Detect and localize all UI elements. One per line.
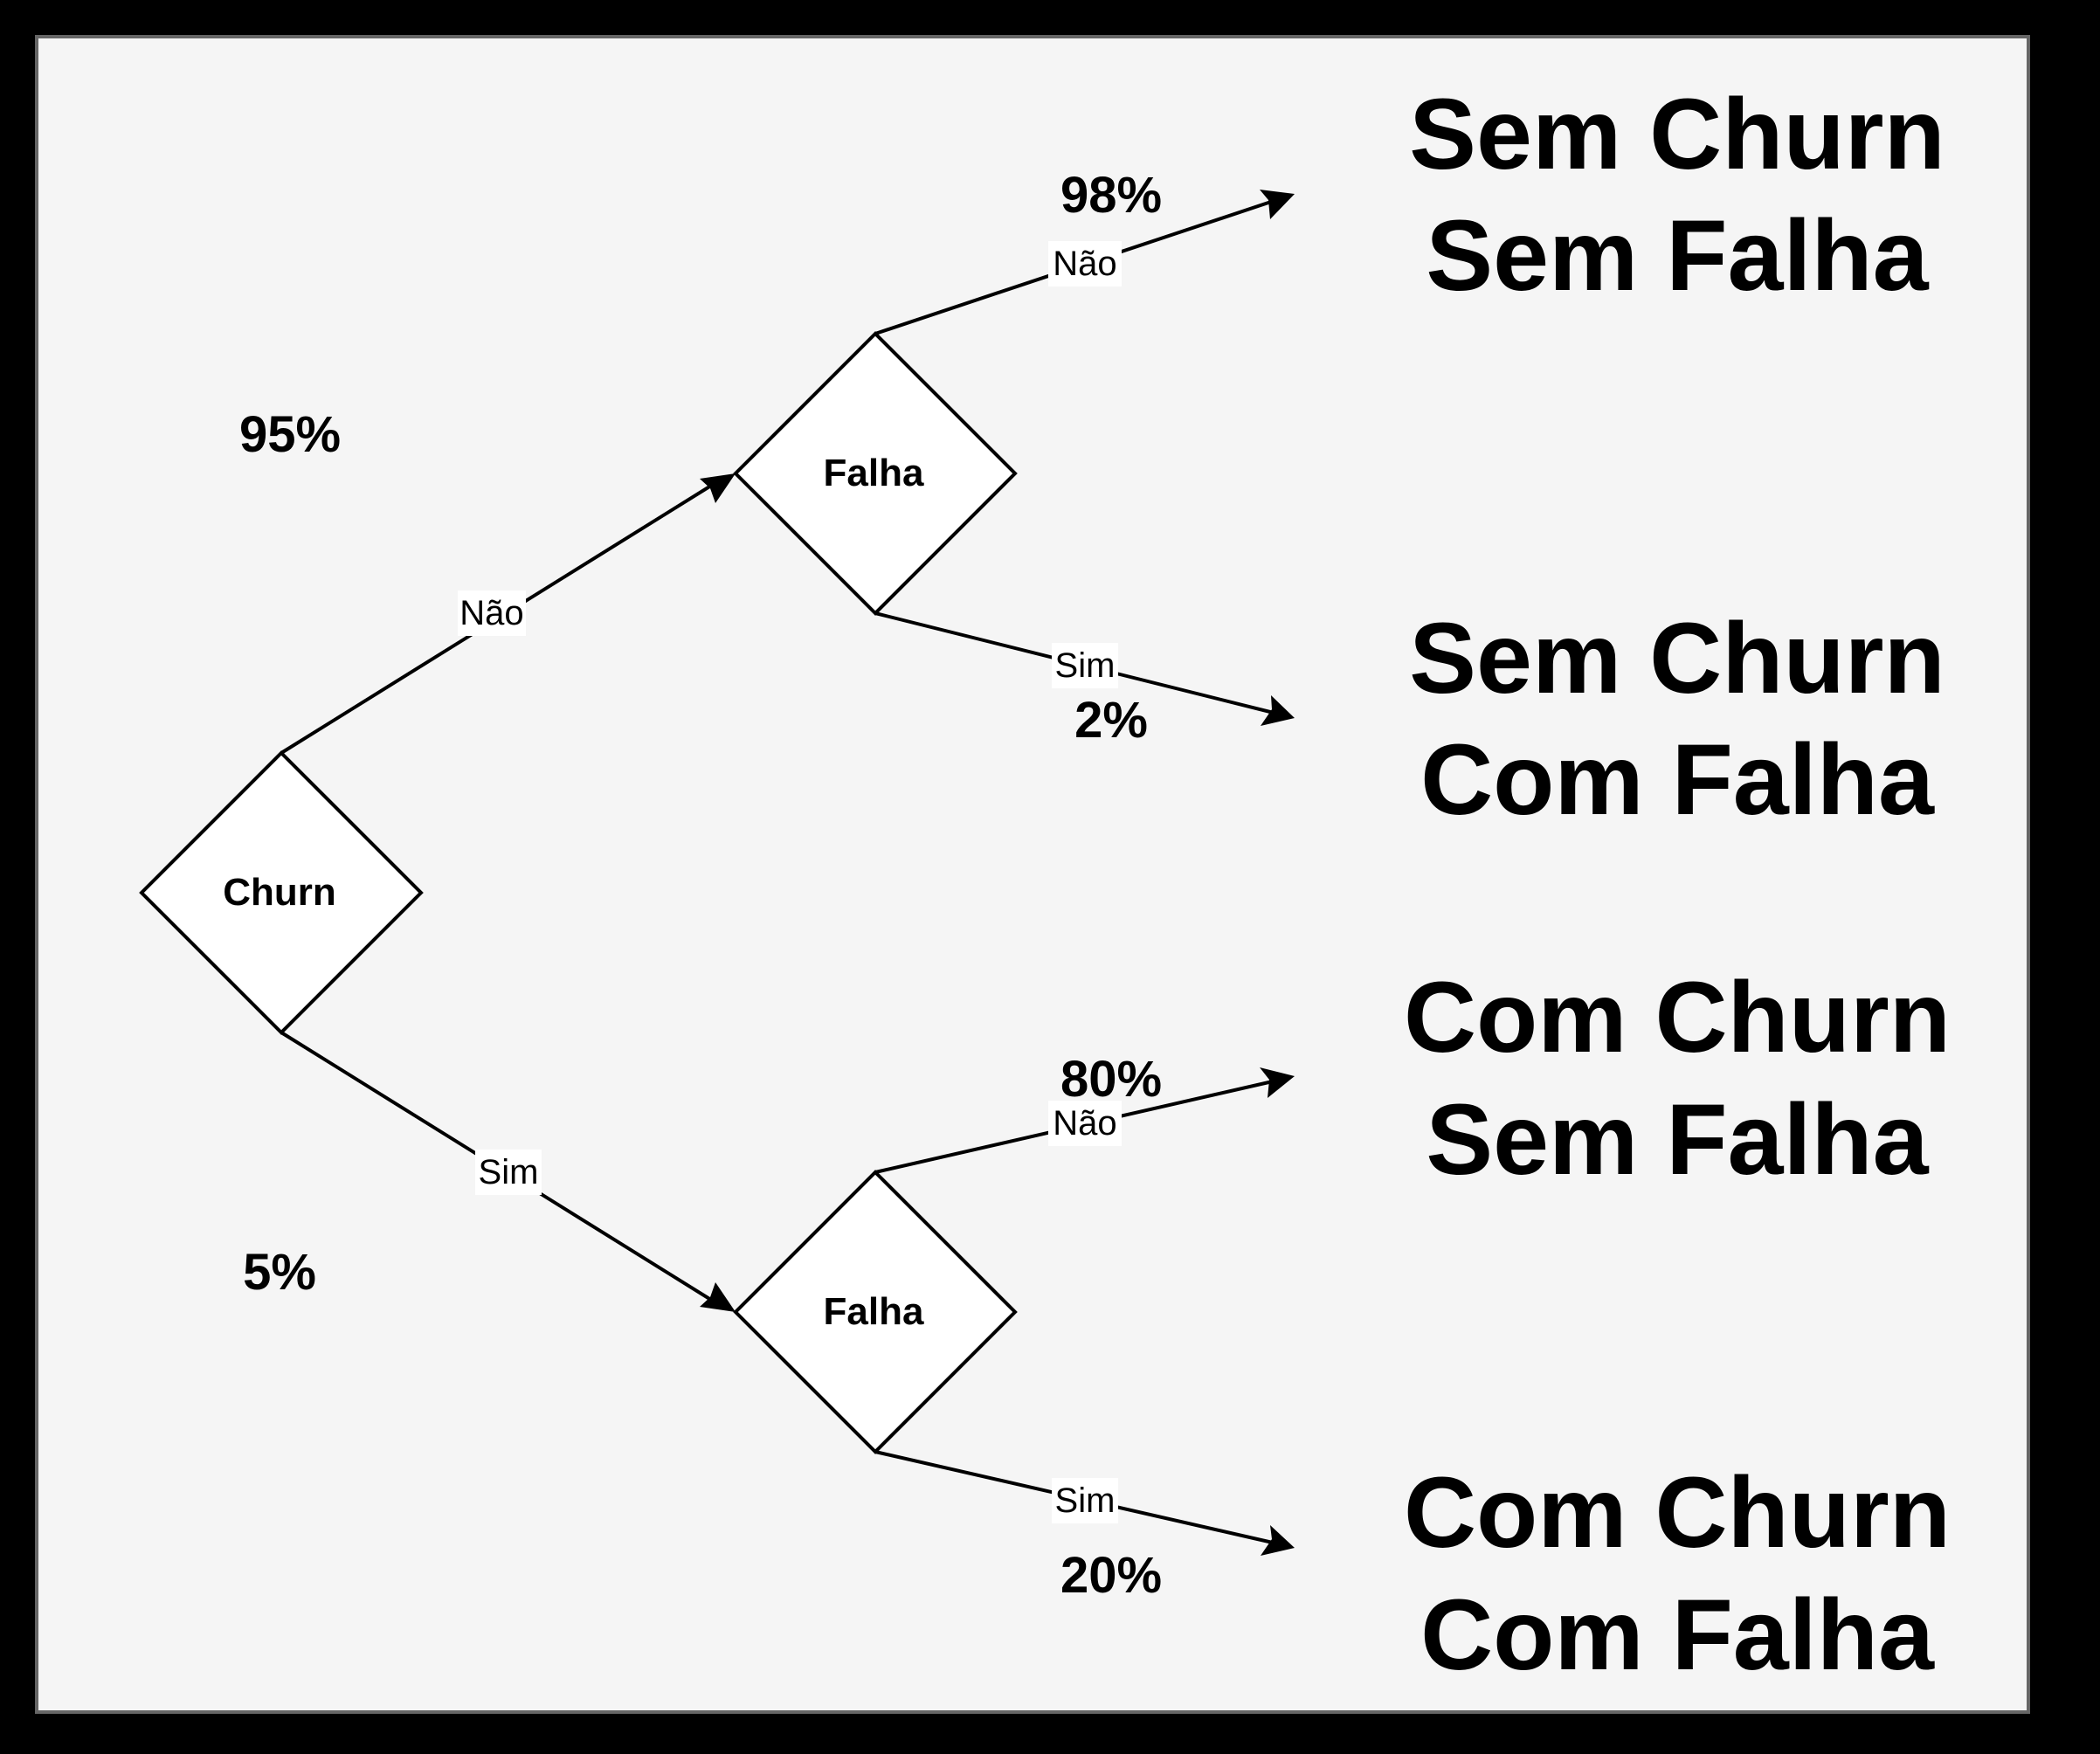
- arrowhead-icon: [700, 1282, 736, 1312]
- outcome-line-2: Sem Falha: [1426, 1084, 1929, 1196]
- edge-label-falha-top-sim: Sim: [1052, 643, 1118, 688]
- svg-text:Sim: Sim: [1055, 1481, 1116, 1520]
- probability-falha-bottom-sim: 20%: [1060, 1547, 1162, 1604]
- edge-label-churn-sim: Sim: [475, 1150, 542, 1195]
- outcome-line-1: Sem Churn: [1409, 79, 1945, 190]
- svg-text:Não: Não: [1053, 245, 1116, 283]
- probability-falha-top-nao: 98%: [1060, 167, 1162, 224]
- probability-churn-sim: 5%: [243, 1244, 316, 1301]
- outcome-line-1: Com Churn: [1404, 962, 1951, 1074]
- probability-churn-nao: 95%: [239, 406, 341, 463]
- arrowhead-icon: [1260, 1067, 1295, 1098]
- decision-node-falha-top: Falha: [733, 331, 1018, 616]
- outcome-line-1: Sem Churn: [1409, 603, 1945, 715]
- node-label: Falha: [824, 452, 924, 494]
- outcome-sem-churn-sem-falha: Sem Churn Sem Falha: [1409, 79, 1945, 312]
- probability-falha-top-sim: 2%: [1074, 692, 1148, 749]
- outcome-line-2: Sem Falha: [1426, 200, 1929, 312]
- arrowhead-icon: [700, 473, 736, 503]
- svg-text:Não: Não: [459, 594, 523, 632]
- probability-falha-bottom-nao: 80%: [1060, 1051, 1162, 1108]
- edge-label-falha-bottom-sim: Sim: [1052, 1478, 1118, 1523]
- decision-node-churn: Churn: [139, 750, 424, 1035]
- outcome-sem-churn-com-falha: Sem Churn Com Falha: [1409, 603, 1945, 836]
- arrowhead-icon: [1260, 190, 1295, 219]
- svg-text:Sim: Sim: [1055, 646, 1116, 685]
- edge-label-falha-top-nao: Não: [1048, 241, 1122, 287]
- outcome-line-1: Com Churn: [1404, 1457, 1951, 1569]
- outcome-line-2: Com Falha: [1420, 724, 1935, 836]
- outcome-com-churn-sem-falha: Com Churn Sem Falha: [1404, 962, 1951, 1196]
- arrowhead-icon: [1261, 695, 1295, 726]
- svg-text:Não: Não: [1053, 1104, 1116, 1143]
- decision-node-falha-bottom: Falha: [733, 1170, 1018, 1454]
- svg-text:Sim: Sim: [479, 1153, 539, 1191]
- outcome-line-2: Com Falha: [1420, 1579, 1935, 1691]
- node-label: Falha: [824, 1290, 924, 1333]
- node-label: Churn: [223, 871, 336, 914]
- outcome-com-churn-com-falha: Com Churn Com Falha: [1404, 1457, 1951, 1691]
- edge-label-falha-bottom-nao: Não: [1048, 1101, 1122, 1146]
- edge-label-churn-nao: Não: [458, 590, 526, 636]
- arrowhead-icon: [1261, 1525, 1295, 1556]
